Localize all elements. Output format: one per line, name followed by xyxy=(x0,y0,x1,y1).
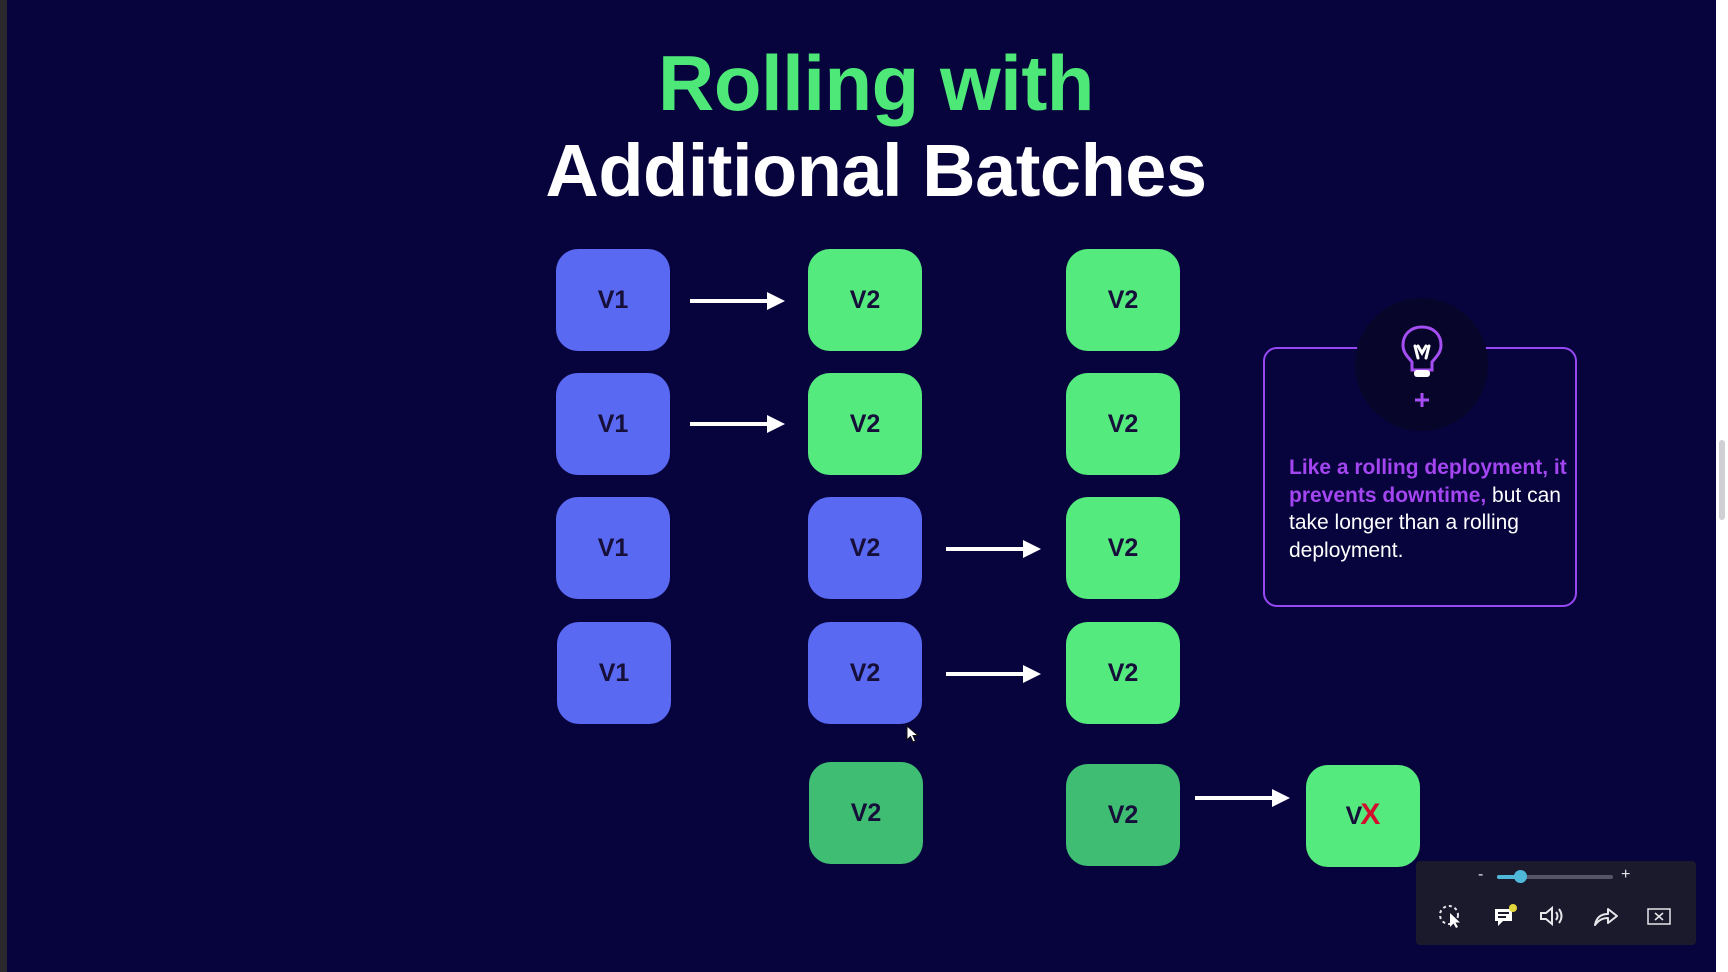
lightbulb-icon xyxy=(1401,325,1443,377)
additional-batch-box: V2 xyxy=(1066,764,1180,866)
v1-instance-box: V1 xyxy=(556,249,670,351)
slide-title-line-2: Additional Batches xyxy=(545,129,1207,212)
v1-instance-box: V1 xyxy=(556,373,670,475)
window-left-edge xyxy=(0,0,7,972)
v2-instance-box: V2 xyxy=(808,622,922,724)
zoom-out-button[interactable]: - xyxy=(1478,866,1484,883)
removed-instance-label: V xyxy=(1345,801,1363,830)
right-arrow-icon xyxy=(1195,789,1290,807)
tip-text: Like a rolling deployment, it prevents d… xyxy=(1289,454,1579,564)
captions-icon[interactable] xyxy=(1490,903,1520,929)
tip-highlight-text: Like a rolling deployment, it prevents d… xyxy=(1289,456,1567,507)
mouse-cursor-icon xyxy=(906,725,919,743)
v2-instance-box: V2 xyxy=(1066,622,1180,724)
slide-title-line-1: Rolling with xyxy=(658,39,1094,127)
zoom-slider-handle[interactable] xyxy=(1514,870,1528,883)
v2-instance-box: V2 xyxy=(808,497,922,599)
v2-instance-box: V2 xyxy=(1066,497,1180,599)
share-icon[interactable] xyxy=(1591,903,1621,929)
tip-body-text: but can take longer than a rolling deplo… xyxy=(1289,483,1561,562)
v1-instance-box: V1 xyxy=(556,497,670,599)
v2-instance-box: V2 xyxy=(1066,373,1180,475)
zoom-slider-fill xyxy=(1497,875,1521,879)
right-arrow-icon xyxy=(946,665,1041,683)
additional-batch-box: V2 xyxy=(809,762,923,864)
right-arrow-icon xyxy=(690,292,785,310)
right-arrow-icon xyxy=(690,415,785,433)
removed-x-mark: X xyxy=(1360,798,1381,831)
scrollbar-thumb[interactable] xyxy=(1719,440,1725,520)
v2-instance-box: V2 xyxy=(1066,249,1180,351)
tip-icon-badge xyxy=(1355,298,1488,431)
pointer-icon[interactable] xyxy=(1437,903,1467,929)
v2-instance-box: V2 xyxy=(808,249,922,351)
zoom-slider[interactable] xyxy=(1497,870,1613,883)
v2-instance-box: V2 xyxy=(808,373,922,475)
plus-icon xyxy=(1415,393,1429,407)
right-arrow-icon xyxy=(946,540,1041,558)
volume-icon[interactable] xyxy=(1537,903,1567,929)
exit-fullscreen-icon[interactable] xyxy=(1644,903,1674,929)
v1-instance-box: V1 xyxy=(557,622,671,724)
zoom-in-button[interactable]: + xyxy=(1621,866,1631,883)
